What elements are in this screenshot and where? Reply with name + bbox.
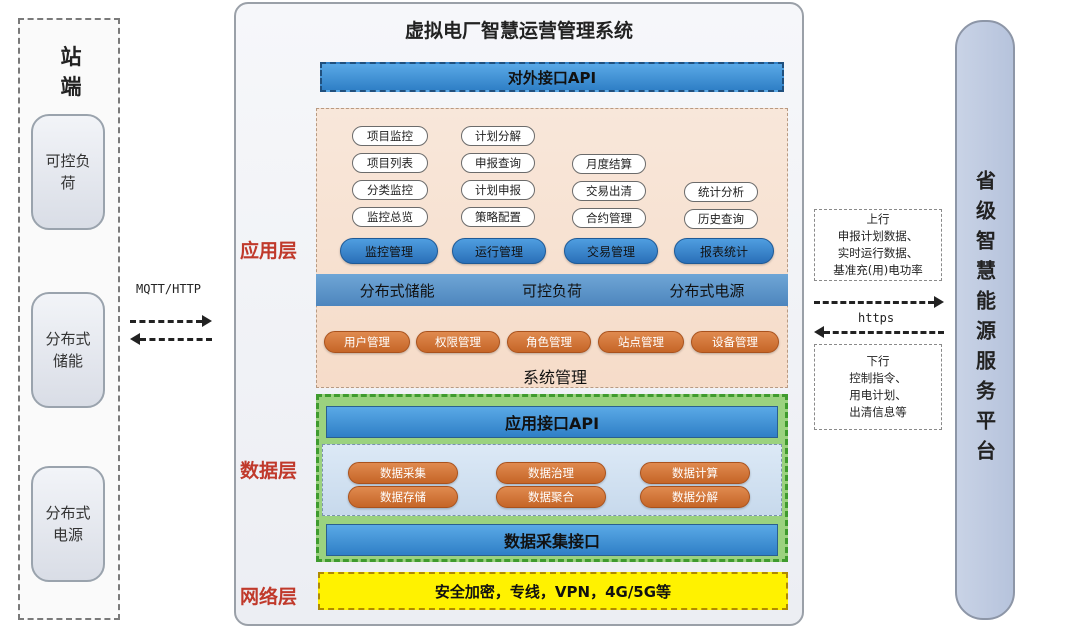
app-item[interactable]: 统计分析 <box>684 182 758 202</box>
arrow-to-province <box>814 296 944 308</box>
protocol-right-label: https <box>858 311 895 325</box>
resource-band: 分布式储能 可控负荷 分布式电源 <box>316 274 788 306</box>
uplink-title: 上行 <box>866 212 890 226</box>
device-distributed-generation[interactable]: 分布式电源 <box>31 466 105 582</box>
device-distributed-storage[interactable]: 分布式储能 <box>31 292 105 408</box>
arrow-to-station <box>130 333 212 345</box>
app-item[interactable]: 计划分解 <box>461 126 535 146</box>
downlink-line: 控制指令、 <box>849 371 907 385</box>
sys-item-user[interactable]: 用户管理 <box>324 331 410 353</box>
app-api-bar[interactable]: 应用接口API <box>326 406 778 438</box>
arrow-to-system <box>130 315 212 327</box>
data-item-decompose[interactable]: 数据分解 <box>640 486 750 508</box>
protocol-left-label: MQTT/HTTP <box>136 282 202 296</box>
system-management-label: 系统管理 <box>522 368 587 387</box>
band-item-load: 可控负荷 <box>521 281 582 300</box>
sys-item-role[interactable]: 角色管理 <box>507 331 591 353</box>
sys-item-site[interactable]: 站点管理 <box>598 331 684 353</box>
band-item-generation: 分布式电源 <box>669 281 745 300</box>
app-item[interactable]: 分类监控 <box>352 180 428 200</box>
data-item-store[interactable]: 数据存储 <box>348 486 458 508</box>
arrow-to-system-right <box>814 326 944 338</box>
sys-item-device[interactable]: 设备管理 <box>691 331 779 353</box>
uplink-line: 实时运行数据、 <box>837 246 919 260</box>
downlink-line: 用电计划、 <box>849 388 907 402</box>
app-item[interactable]: 计划申报 <box>461 180 535 200</box>
layer-label-app: 应用层 <box>240 240 298 262</box>
data-item-collect[interactable]: 数据采集 <box>348 462 458 484</box>
sys-item-permission[interactable]: 权限管理 <box>416 331 500 353</box>
data-item-govern[interactable]: 数据治理 <box>496 462 606 484</box>
external-api-bar[interactable]: 对外接口API <box>320 62 784 92</box>
uplink-line: 申报计划数据、 <box>837 229 919 243</box>
downlink-box: 下行 控制指令、 用电计划、 出清信息等 <box>814 344 942 430</box>
province-platform-label: 省级智慧能源服务平台 <box>972 170 997 470</box>
app-item[interactable]: 月度结算 <box>572 154 646 174</box>
app-item[interactable]: 监控总览 <box>352 207 428 227</box>
app-item[interactable]: 申报查询 <box>461 153 535 173</box>
app-item[interactable]: 交易出清 <box>572 181 646 201</box>
data-collect-api-bar[interactable]: 数据采集接口 <box>326 524 778 556</box>
layer-label-data: 数据层 <box>240 460 298 482</box>
module-operation[interactable]: 运行管理 <box>452 238 546 264</box>
downlink-title: 下行 <box>866 354 890 368</box>
station-title: 站 端 <box>60 45 82 99</box>
data-item-aggregate[interactable]: 数据聚合 <box>496 486 606 508</box>
province-platform[interactable]: 省级智慧能源服务平台 <box>955 20 1015 620</box>
downlink-line: 出清信息等 <box>849 405 907 419</box>
module-monitor[interactable]: 监控管理 <box>340 238 438 264</box>
uplink-line: 基准充(用)电功率 <box>833 263 923 277</box>
uplink-box: 上行 申报计划数据、 实时运行数据、 基准充(用)电功率 <box>814 209 942 281</box>
module-report[interactable]: 报表统计 <box>674 238 774 264</box>
app-item[interactable]: 合约管理 <box>572 208 646 228</box>
network-bar: 安全加密，专线，VPN，4G/5G等 <box>318 572 788 610</box>
app-item[interactable]: 策略配置 <box>461 207 535 227</box>
app-item[interactable]: 项目监控 <box>352 126 428 146</box>
layer-label-network: 网络层 <box>240 586 298 608</box>
module-trading[interactable]: 交易管理 <box>564 238 658 264</box>
app-item[interactable]: 项目列表 <box>352 153 428 173</box>
system-title: 虚拟电厂智慧运营管理系统 <box>404 20 633 42</box>
device-controllable-load[interactable]: 可控负荷 <box>31 114 105 230</box>
app-item[interactable]: 历史查询 <box>684 209 758 229</box>
band-item-storage: 分布式储能 <box>359 281 435 300</box>
data-item-compute[interactable]: 数据计算 <box>640 462 750 484</box>
